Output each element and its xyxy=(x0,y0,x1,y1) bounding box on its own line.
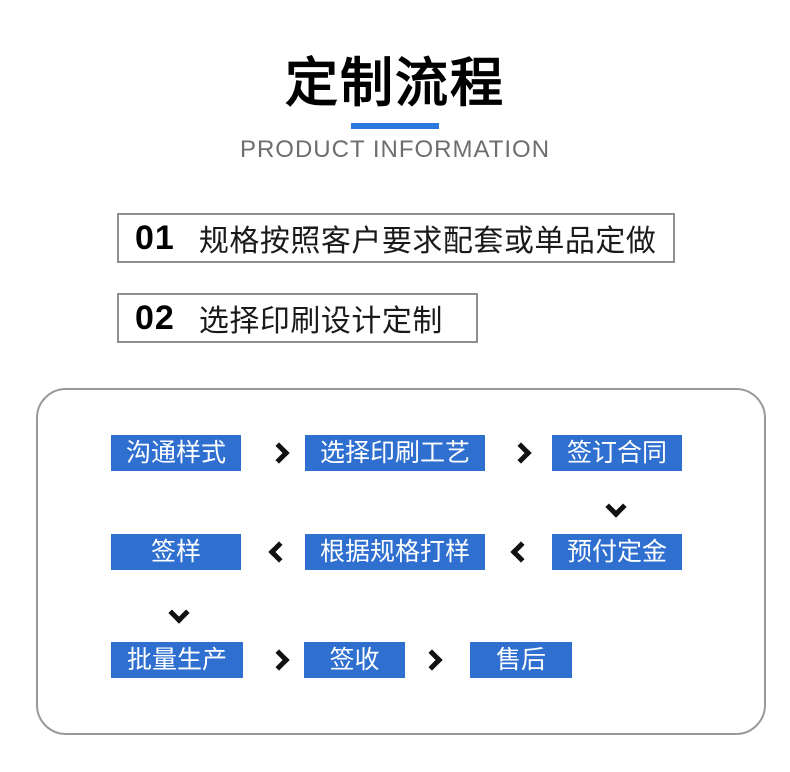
chevron-right-icon xyxy=(510,442,532,464)
chevron-right-icon xyxy=(421,649,443,671)
title-underline xyxy=(351,123,439,129)
chevron-left-icon xyxy=(510,541,532,563)
flow-node-after-sales: 售后 xyxy=(470,642,572,678)
step-number-02: 02 xyxy=(135,298,175,337)
flow-node-sign-sample: 签样 xyxy=(111,534,241,570)
page-subtitle: PRODUCT INFORMATION xyxy=(239,136,551,163)
page-title: 定制流程 xyxy=(285,54,505,113)
chevron-left-icon xyxy=(268,541,290,563)
flow-node-mass-production: 批量生产 xyxy=(111,642,243,678)
flow-panel: 沟通样式 选择印刷工艺 签订合同 签样 根据规格打样 预付定金 批量生产 签收 … xyxy=(36,388,766,735)
step-text-02: 选择印刷设计定制 xyxy=(198,305,443,338)
flow-node-communicate-style: 沟通样式 xyxy=(111,435,241,471)
step-text-01: 规格按照客户要求配套或单品定做 xyxy=(198,225,657,258)
chevron-down-icon xyxy=(605,496,627,518)
flow-node-receive: 签收 xyxy=(304,642,405,678)
step-box-01: 01 规格按照客户要求配套或单品定做 xyxy=(117,213,675,263)
chevron-right-icon xyxy=(268,442,290,464)
step-number-01: 01 xyxy=(135,218,175,257)
chevron-right-icon xyxy=(268,649,290,671)
flow-node-prepay-deposit: 预付定金 xyxy=(552,534,682,570)
flow-node-sign-contract: 签订合同 xyxy=(552,435,682,471)
step-box-02: 02 选择印刷设计定制 xyxy=(117,293,478,343)
flow-node-choose-print-craft: 选择印刷工艺 xyxy=(305,435,485,471)
chevron-down-icon xyxy=(168,602,190,624)
flow-node-proof-by-spec: 根据规格打样 xyxy=(305,534,485,570)
